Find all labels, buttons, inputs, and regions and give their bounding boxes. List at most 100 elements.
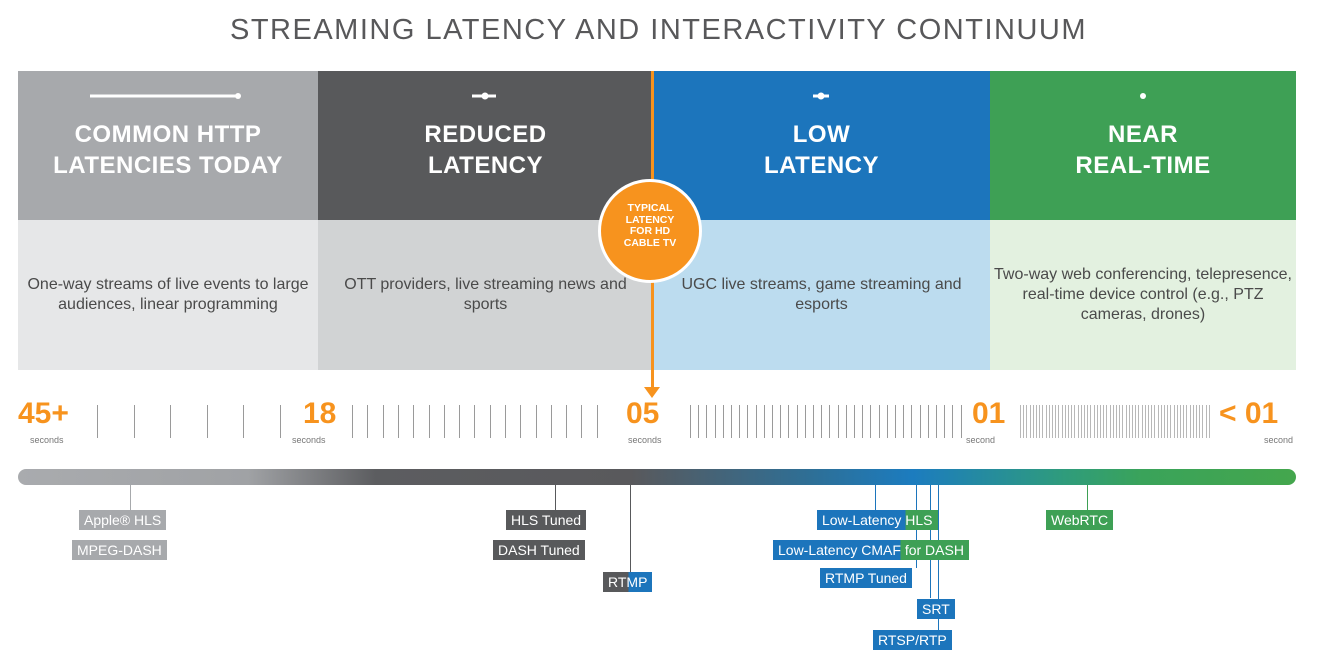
scale-tick [1138, 405, 1139, 438]
scale-tick [797, 405, 798, 438]
connector [630, 485, 631, 573]
scale-tick [903, 405, 904, 438]
scale-tick [731, 405, 732, 438]
protocol-tag-rtmp-tuned: RTMP Tuned [820, 568, 912, 588]
column-description-low-latency: UGC live streams, game streaming and esp… [653, 220, 990, 370]
scale-tick [1177, 405, 1178, 438]
scale-tick [1151, 405, 1152, 438]
scale-tick [1090, 405, 1091, 438]
scale-unit-less-than-01: second [1264, 435, 1294, 445]
scale-tick [920, 405, 921, 438]
scale-label-less-than-01: < 01 [1219, 397, 1279, 430]
scale-tick [1039, 405, 1040, 438]
column-description-reduced-latency: OTT providers, live streaming news and s… [318, 220, 653, 370]
scale-unit-18: seconds [292, 435, 326, 445]
typical-latency-callout: TYPICAL LATENCY FOR HD CABLE TV [598, 179, 702, 283]
scale-tick [1062, 405, 1063, 438]
scale-tick [829, 405, 830, 438]
scale-tick [474, 405, 475, 438]
scale-tick [383, 405, 384, 438]
scale-tick [1097, 405, 1098, 438]
scale-tick [170, 405, 171, 438]
scale-tick [1055, 405, 1056, 438]
scale-tick [1132, 405, 1133, 438]
scale-tick [1023, 405, 1024, 438]
scale-tick [813, 405, 814, 438]
tiny-line-icon [813, 92, 829, 100]
protocol-tag-mpeg-dash: MPEG-DASH [72, 540, 167, 560]
scale-tick [597, 405, 598, 438]
protocol-tag-rtsp-rtp: RTSP/RTP [873, 630, 952, 650]
scale-tick [1145, 405, 1146, 438]
scale-tick [243, 405, 244, 438]
scale-tick [928, 405, 929, 438]
scale-tick [581, 405, 582, 438]
scale-tick [1113, 405, 1114, 438]
scale-tick [1164, 405, 1165, 438]
protocol-tag-webrtc: WebRTC [1046, 510, 1114, 530]
scale-tick [862, 405, 863, 438]
scale-tick [429, 405, 430, 438]
scale-tick [1020, 405, 1021, 438]
scale-tick [1030, 405, 1031, 438]
scale-tick [367, 405, 368, 438]
scale-tick [1058, 405, 1059, 438]
scale-tick [413, 405, 414, 438]
scale-tick [1202, 405, 1203, 438]
scale-tick [936, 405, 937, 438]
scale-tick [1036, 405, 1037, 438]
scale-tick [1186, 405, 1187, 438]
protocol-tag-srt: SRT [917, 599, 955, 619]
scale-tick [207, 405, 208, 438]
scale-tick [520, 405, 521, 438]
scale-tick [1049, 405, 1050, 438]
latency-gradient-bar [18, 469, 1296, 485]
scale-tick [1190, 405, 1191, 438]
scale-unit-45-plus: seconds [30, 435, 64, 445]
scale-tick [1183, 405, 1184, 438]
scale-tick [715, 405, 716, 438]
scale-tick [352, 405, 353, 438]
protocol-tag-apple-hls: Apple® HLS [79, 510, 167, 530]
scale-tick [723, 405, 724, 438]
scale-tick [805, 405, 806, 438]
scale-tick [1174, 405, 1175, 438]
scale-tick [134, 405, 135, 438]
scale-tick [1142, 405, 1143, 438]
connector [875, 485, 876, 510]
connector [1087, 485, 1088, 510]
scale-tick [459, 405, 460, 438]
scale-tick [952, 405, 953, 438]
protocol-tag-hls-tuned: HLS Tuned [506, 510, 587, 530]
scale-tick [1126, 405, 1127, 438]
scale-tick [747, 405, 748, 438]
scale-tick [821, 405, 822, 438]
scale-tick [1161, 405, 1162, 438]
scale-tick [1100, 405, 1101, 438]
scale-tick [1074, 405, 1075, 438]
scale-tick [1106, 405, 1107, 438]
scale-tick [772, 405, 773, 438]
scale-tick [1026, 405, 1027, 438]
scale-tick [895, 405, 896, 438]
scale-tick [505, 405, 506, 438]
scale-tick [879, 405, 880, 438]
protocol-tag-dash-tuned: DASH Tuned [493, 540, 585, 560]
scale-tick [1180, 405, 1181, 438]
scale-tick [1052, 405, 1053, 438]
scale-tick [490, 405, 491, 438]
protocol-tag-low-latency-cmaf-dash: Low-Latency CMAF for DASH [773, 540, 969, 560]
scale-tick [1170, 405, 1171, 438]
scale-tick [846, 405, 847, 438]
scale-tick [1103, 405, 1104, 438]
scale-tick [1087, 405, 1088, 438]
scale-tick [1209, 405, 1210, 438]
scale-tick [870, 405, 871, 438]
typical-latency-arrow [644, 387, 660, 398]
scale-tick [566, 405, 567, 438]
